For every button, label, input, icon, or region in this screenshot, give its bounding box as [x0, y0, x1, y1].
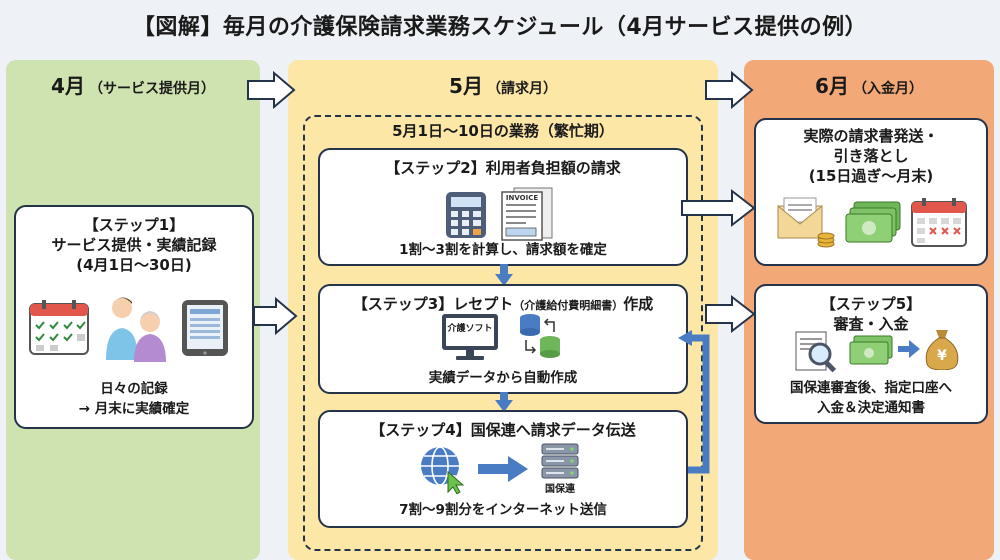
arrow-step2-to-june-icon	[681, 188, 756, 228]
send-arrow-icon	[478, 456, 528, 482]
page-title: 【図解】毎月の介護保険請求業務スケジュール（4月サービス提供の例）	[132, 15, 868, 40]
monitor-icon	[442, 314, 498, 360]
busy-period-title: 5月1日〜10日の業務（繁忙期）	[392, 122, 614, 140]
step2-desc: 1割〜3割を計算し、請求額を確定	[399, 242, 607, 258]
june-billing-line1: 実際の請求書発送・	[803, 127, 939, 145]
step1-line1: 日々の記録	[100, 381, 168, 397]
column-may-sub: （請求月）	[486, 81, 557, 97]
step5-subtitle: 審査・入金	[833, 315, 909, 333]
step3-card: 【ステップ3】レセプト（介護給付費明細書）作成 実績データから自動作成	[318, 284, 688, 394]
june-billing-line3: (15日過ぎ〜月末)	[808, 167, 934, 185]
step1-line2: → 月末に実績確定	[78, 401, 190, 417]
step3-desc: 実績データから自動作成	[428, 370, 578, 386]
globe-cursor-icon	[421, 446, 465, 494]
column-may-header: 5月（請求月）	[288, 70, 718, 99]
svg-text:¥: ¥	[937, 348, 947, 364]
invoice-icon	[501, 187, 553, 241]
caregiver-elder-icon	[106, 297, 166, 362]
step5-line2: 入金＆決定通知書	[817, 400, 925, 416]
step3-title-sub: （介護給付費明細書）	[513, 299, 624, 312]
column-april-header: 4月（サービス提供月）	[6, 70, 260, 99]
database-sync-icon	[520, 314, 560, 358]
step1-subtitle: サービス提供・実績記録	[51, 236, 217, 254]
invoice-label: INVOICE	[505, 194, 539, 202]
step3-title: 【ステップ3】レセプト（介護給付費明細書）作成	[320, 294, 686, 314]
envelope-coins-icon	[777, 197, 835, 248]
flow-arrow-step2-step3-icon	[495, 264, 513, 286]
cash-small-icon	[849, 335, 893, 365]
step2-title: 【ステップ2】利用者負担額の請求	[385, 159, 621, 177]
server-icon	[541, 443, 579, 479]
calculator-icon	[446, 192, 486, 238]
money-bag-icon: ¥	[925, 330, 959, 370]
tablet-icon	[182, 300, 228, 356]
column-june-month: 6月	[815, 74, 849, 98]
software-label: 介護ソフト	[447, 324, 493, 334]
column-april-sub: （サービス提供月）	[88, 81, 215, 97]
calendar-icon	[29, 300, 89, 355]
flow-arrow-step3-step4-icon	[495, 392, 513, 412]
arrow-step1-to-may-icon	[253, 296, 298, 336]
magnifier-document-icon	[795, 331, 837, 373]
step5-line1: 国保連審査後、指定口座へ	[790, 380, 952, 396]
step3-title-end: 作成	[623, 295, 654, 313]
step4-desc: 7割〜9割分をインターネット送信	[399, 502, 607, 518]
step4-title: 【ステップ4】国保連へ請求データ伝送	[370, 421, 636, 439]
column-june-sub: （入金月）	[852, 81, 923, 97]
june-billing-line2: 引き落とし	[833, 147, 909, 165]
server-label: 国保連	[545, 484, 575, 495]
column-june-header: 6月（入金月）	[744, 70, 994, 99]
arrow-step4-to-june-icon	[705, 294, 756, 334]
step1-period: (4月1日〜30日)	[76, 256, 192, 274]
calendar-x-icon	[911, 198, 967, 247]
cash-icon	[845, 201, 901, 243]
step5-title: 【ステップ5】	[820, 295, 922, 313]
header-arrow-april-may-icon	[247, 70, 296, 110]
loop-back-arrow-icon	[678, 330, 710, 474]
step1-title: 【ステップ1】	[83, 216, 185, 234]
arrow-right-icon	[898, 340, 920, 358]
step3-title-main: 【ステップ3】レセプト	[352, 295, 514, 313]
busy-period-box	[303, 115, 703, 551]
header-arrow-may-june-icon	[705, 70, 754, 110]
column-may-month: 5月	[449, 74, 483, 98]
step4-card: 【ステップ4】国保連へ請求データ伝送 7割〜9割分をインターネット送信	[318, 410, 688, 528]
column-april-month: 4月	[51, 74, 85, 98]
